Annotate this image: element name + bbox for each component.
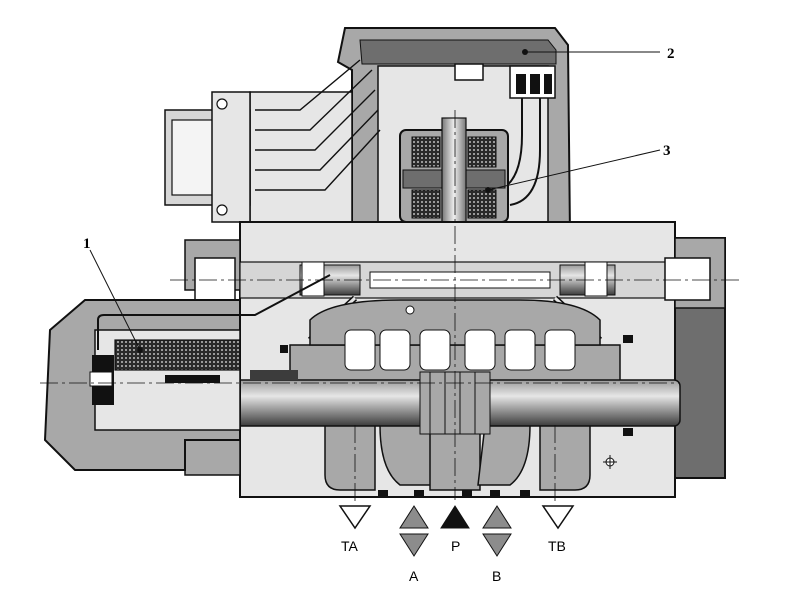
port-p-arrow [440, 505, 470, 529]
port-b-down-arrow [482, 533, 512, 557]
plug-connector [164, 59, 381, 223]
port-a-down-arrow [399, 533, 429, 557]
port-b-label: B [492, 568, 501, 584]
port-tb-label: TB [548, 538, 566, 554]
port-ta-arrow [338, 505, 372, 530]
port-b-up-arrow [482, 505, 512, 529]
port-tb-arrow [541, 505, 575, 530]
leader-lines [89, 51, 661, 351]
callout-2: 2 [667, 46, 675, 62]
port-a-up-arrow [399, 505, 429, 529]
callout-3: 3 [663, 143, 671, 159]
port-ta-label: TA [341, 538, 359, 554]
leader-dots [137, 49, 528, 353]
port-a-label: A [409, 568, 419, 584]
center-lines [40, 110, 740, 505]
port-arrows [338, 505, 575, 557]
connector-block [509, 65, 556, 99]
position-transducer [43, 274, 331, 471]
port-p-label: P [451, 538, 460, 554]
callout-1: 1 [83, 236, 91, 252]
